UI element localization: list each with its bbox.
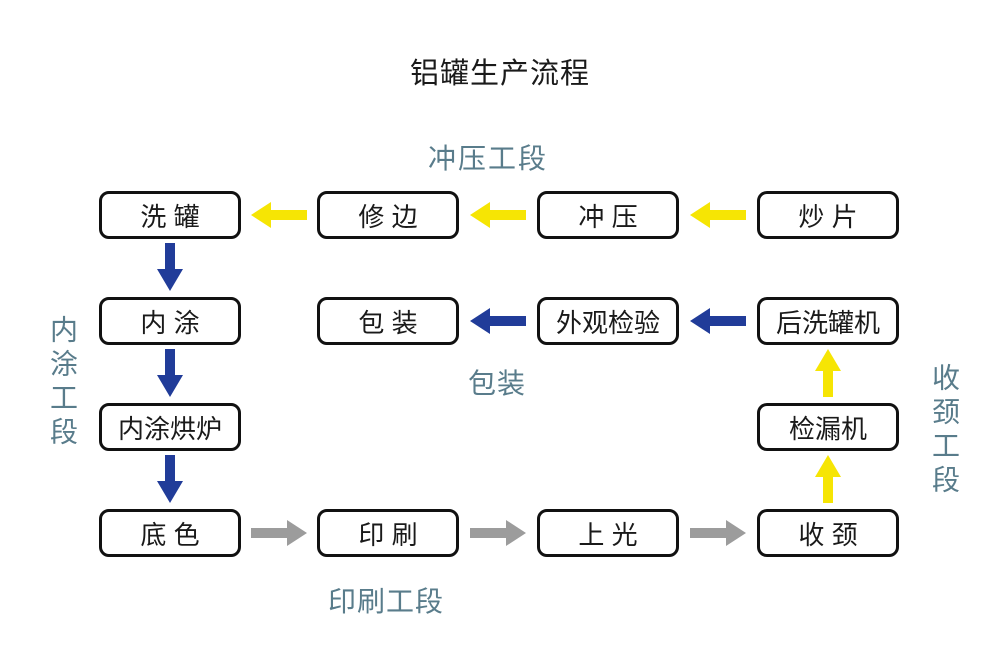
arrow-innercoat-to-oven-icon (157, 349, 183, 397)
arrow-basecoat-to-print-icon (251, 520, 307, 546)
node-inspect: 外观检验 (537, 297, 679, 345)
section-label-stamping: 冲压工段 (428, 143, 549, 174)
arrow-print-to-varnish-icon (470, 520, 526, 546)
arrow-inspect-to-pack-icon (470, 308, 526, 334)
node-neck: 收 颈 (757, 509, 899, 557)
node-print: 印 刷 (317, 509, 459, 557)
section-label-necking: 收颈工段 (929, 363, 960, 499)
node-trim: 修 边 (317, 191, 459, 239)
arrow-varnish-to-neck-icon (690, 520, 746, 546)
node-varnish: 上 光 (537, 509, 679, 557)
arrow-postwash-to-inspect-icon (690, 308, 746, 334)
node-base-coat: 底 色 (99, 509, 241, 557)
section-label-inner-coating: 内涂工段 (47, 315, 78, 451)
arrow-trim-to-wash-icon (251, 202, 307, 228)
arrow-sheet-to-stamp-icon (690, 202, 746, 228)
arrow-neck-to-leaktester-icon (815, 455, 841, 503)
arrow-oven-to-basecoat-icon (157, 455, 183, 503)
node-inner-coat: 内 涂 (99, 297, 241, 345)
node-sheet-fry: 炒 片 (757, 191, 899, 239)
node-stamp: 冲 压 (537, 191, 679, 239)
node-post-wash: 后洗罐机 (757, 297, 899, 345)
page-title: 铝罐生产流程 (409, 58, 590, 90)
node-leak-tester: 检漏机 (757, 403, 899, 451)
section-label-packaging: 包装 (468, 368, 527, 399)
section-label-printing: 印刷工段 (328, 586, 445, 617)
arrow-stamp-to-trim-icon (470, 202, 526, 228)
node-pack: 包 装 (317, 297, 459, 345)
node-wash-can: 洗 罐 (99, 191, 241, 239)
node-coat-oven: 内涂烘炉 (99, 403, 241, 451)
arrow-wash-to-innercoat-icon (157, 243, 183, 291)
arrow-leaktester-to-postwash-icon (815, 349, 841, 397)
